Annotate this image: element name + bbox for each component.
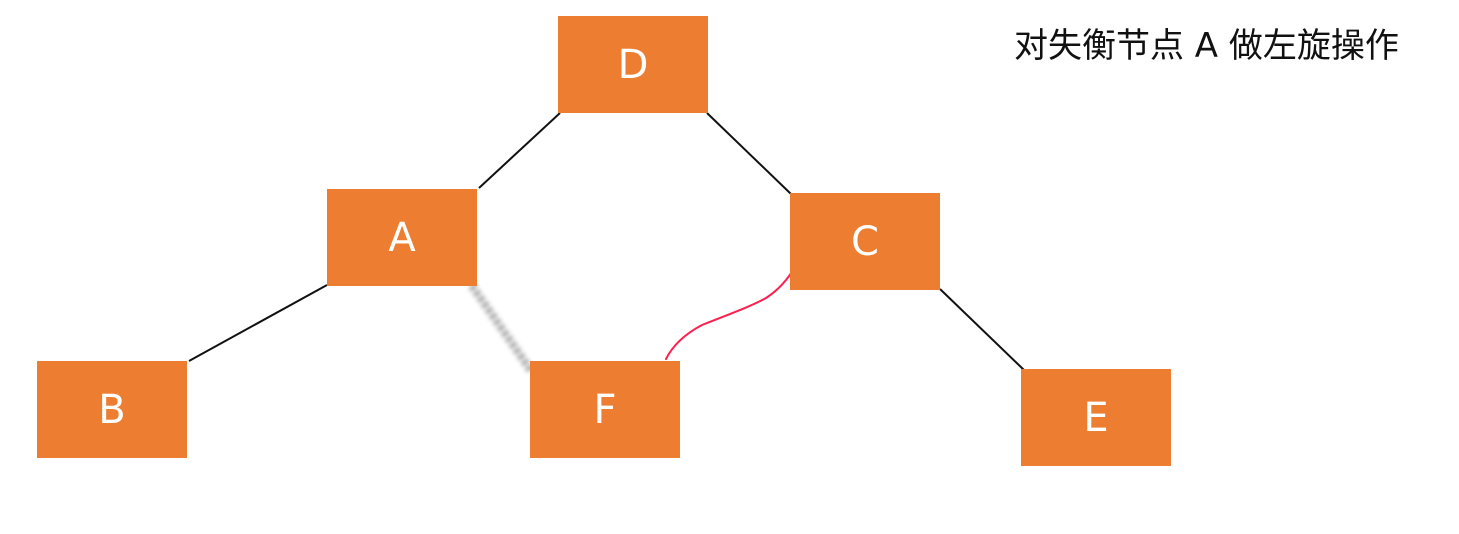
tree-node-b: B [37, 361, 187, 458]
edge-d-a [478, 112, 561, 189]
operation-title: 对失衡节点 A 做左旋操作 [1014, 26, 1399, 66]
tree-node-a: A [327, 189, 477, 286]
tree-node-d: D [558, 16, 708, 113]
edge-c-f-new [665, 264, 797, 360]
tree-node-f-label: F [593, 386, 617, 433]
tree-node-b-label: B [98, 386, 126, 433]
edge-a-b [188, 284, 328, 362]
edge-a-f-removed [468, 283, 536, 375]
tree-node-f: F [530, 361, 680, 458]
edge-c-e [939, 288, 1025, 371]
tree-node-a-label: A [388, 214, 416, 261]
tree-node-c-label: C [851, 218, 879, 265]
edge-d-c [706, 112, 792, 195]
tree-node-e-label: E [1083, 394, 1109, 441]
tree-node-e: E [1021, 369, 1171, 466]
tree-node-d-label: D [617, 41, 649, 88]
tree-node-c: C [790, 193, 940, 290]
